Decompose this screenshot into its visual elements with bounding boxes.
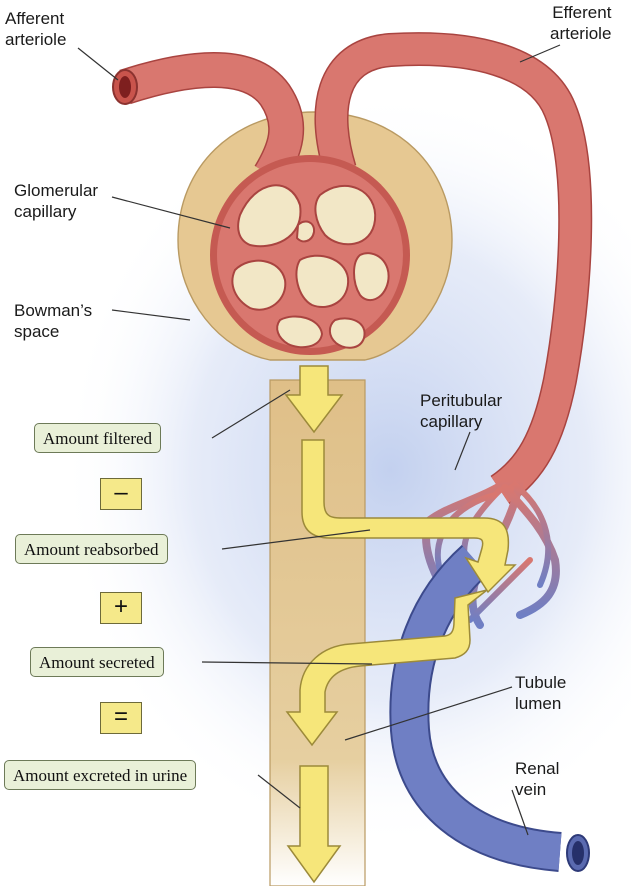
filtration-arrow bbox=[284, 365, 344, 434]
glomerular-capillary-label: Glomerular capillary bbox=[14, 180, 98, 222]
bowman-label-line2: space bbox=[14, 322, 60, 341]
secreted-leader bbox=[201, 661, 373, 665]
amount-reabsorbed-box: Amount reabsorbed bbox=[15, 534, 168, 564]
minus-operator: – bbox=[100, 478, 142, 510]
efferent-label-line1: Efferent bbox=[552, 3, 612, 22]
glomerular-capillary bbox=[210, 155, 410, 355]
peritubular-label-line2: capillary bbox=[420, 412, 483, 431]
glomerular-label-line2: capillary bbox=[14, 202, 77, 221]
afferent-label-line2: arteriole bbox=[5, 30, 67, 49]
amount-secreted-box: Amount secreted bbox=[30, 647, 164, 677]
reabsorption-arrow bbox=[301, 439, 517, 594]
tubule-label-line2: lumen bbox=[515, 694, 562, 713]
excreted-leader bbox=[257, 774, 301, 809]
peritubular-capillary-label: Peritubular capillary bbox=[420, 390, 502, 432]
glomerular-label-line1: Glomerular bbox=[14, 181, 99, 200]
reabsorbed-leader bbox=[221, 529, 371, 550]
renal-vein-label: Renal vein bbox=[515, 758, 559, 800]
plus-operator: + bbox=[100, 592, 142, 624]
efferent-leader bbox=[519, 44, 561, 63]
renal-label-line2: vein bbox=[515, 780, 547, 799]
tubule-label-line1: Tubule bbox=[515, 673, 567, 692]
amount-filtered-box: Amount filtered bbox=[34, 423, 162, 453]
afferent-leader bbox=[77, 47, 119, 81]
bowman-label-line1: Bowman’s bbox=[14, 301, 93, 320]
excretion-arrow bbox=[286, 765, 342, 884]
peritubular-leader bbox=[454, 431, 471, 471]
filtered-leader bbox=[211, 389, 291, 439]
secretion-arrow bbox=[285, 589, 488, 747]
glomerular-leader bbox=[111, 196, 231, 229]
tubule-leader bbox=[344, 686, 513, 741]
renal-label-line1: Renal bbox=[515, 759, 560, 778]
afferent-arteriole-label: Afferent arteriole bbox=[5, 8, 66, 50]
bowmans-space-label: Bowman’s space bbox=[14, 300, 92, 342]
efferent-arteriole-label: Efferent arteriole bbox=[550, 2, 611, 44]
bowman-leader bbox=[111, 309, 191, 321]
amount-excreted-box: Amount excreted in urine bbox=[4, 760, 197, 790]
tubule-lumen-label: Tubule lumen bbox=[515, 672, 566, 714]
equals-operator: = bbox=[100, 702, 142, 734]
renal-leader bbox=[511, 789, 529, 836]
afferent-label-line1: Afferent bbox=[5, 9, 65, 28]
efferent-label-line2: arteriole bbox=[550, 24, 612, 43]
peritubular-label-line1: Peritubular bbox=[420, 391, 503, 410]
